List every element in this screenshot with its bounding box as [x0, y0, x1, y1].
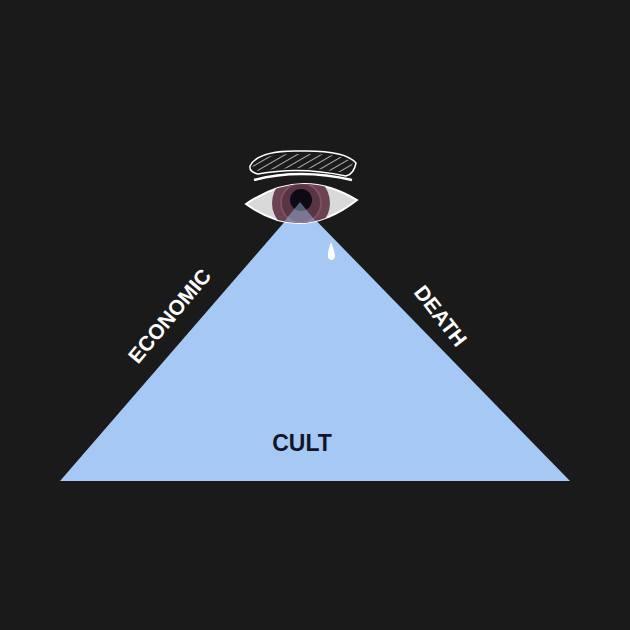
- node-title: CULT: [272, 430, 332, 457]
- triangle-fill: [60, 204, 570, 481]
